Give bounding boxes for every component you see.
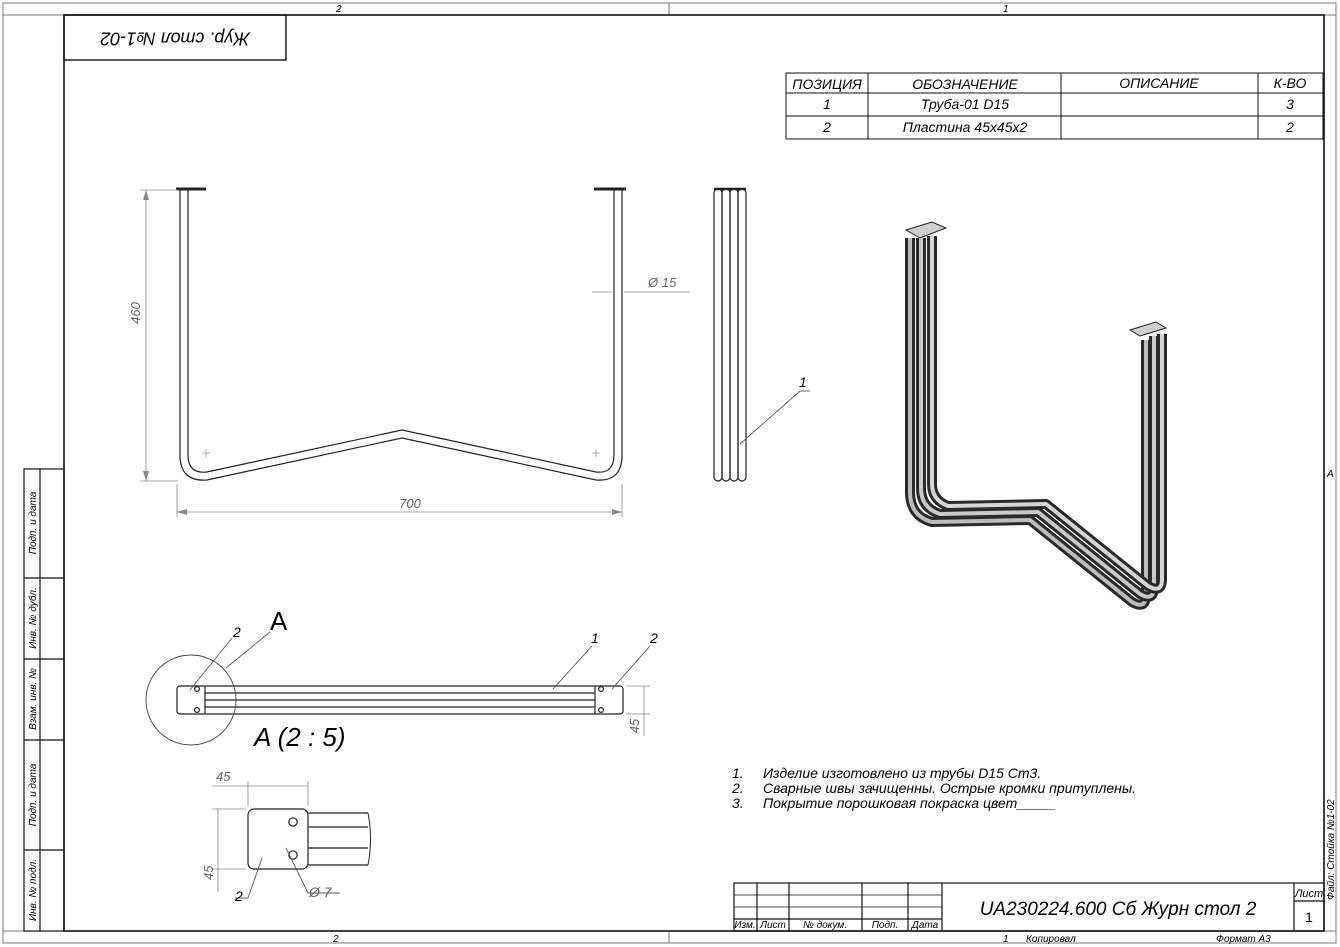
dim-plan-height: 45 [627,718,642,733]
tb-designation: UA230224.600 Сб Журн стол 2 [980,899,1257,920]
dim-plate-width: 45 [216,769,231,784]
spec-table [785,72,1324,140]
dim-height: 460 [128,301,143,323]
spec-cell-r1-name: Труба-01 D15 [921,96,1009,112]
note-3-num: 3. [732,795,744,811]
strip-label-2: Инв. № дубл. [27,587,39,649]
zone-top-right: 1 [1003,4,1009,15]
view-letter: A [270,606,288,636]
callout-side-tube: 1 [799,374,807,390]
tb-copied: Копировал [1026,934,1076,945]
zone-side-right: A [1326,469,1334,480]
tb-col-change: Изм. [734,920,755,931]
tb-sheet-label: Лист [1294,888,1323,900]
note-3-text: Покрытие порошковая покраска цвет_____ [763,795,1056,811]
dim-width: 700 [399,496,421,511]
spec-header-description: ОПИСАНИЕ [1119,75,1199,91]
tb-under-num: 1 [1003,934,1009,945]
tb-col-doc: № докум. [803,920,847,931]
spec-header-designation: ОБОЗНАЧЕНИЕ [912,76,1018,92]
spec-cell-r1-qty: 3 [1286,96,1294,112]
spec-header-position: ПОЗИЦИЯ [792,76,862,92]
tb-col-date: Дата [911,920,939,931]
note-2-num: 2. [731,780,744,796]
callout-plan-plate-left: 2 [232,624,241,640]
tb-col-sheet: Лист [759,920,786,931]
note-2-text: Сварные швы зачищенны. Острые кромки при… [763,780,1136,796]
callout-plan-plate-right: 2 [649,630,658,646]
side-view [713,187,810,482]
tb-col-sign: Подп. [872,920,899,931]
dim-arrow [612,509,622,515]
spec-cell-r1-pos: 1 [823,96,831,112]
spec-header-qty: К-ВО [1274,75,1307,91]
dim-hole-diameter: Ø 7 [308,884,333,900]
tb-sheet-num: 1 [1305,909,1313,925]
isometric-view [904,221,1168,610]
dim-plate-height: 45 [201,865,216,880]
left-strip [23,468,65,932]
corner-stamp-box [63,14,287,61]
detail-view [212,781,371,899]
view-title: A (2 : 5) [252,722,346,752]
title-block [733,882,1325,932]
zone-bottom-left: 2 [332,934,339,945]
callout-detail-plate: 2 [234,888,243,904]
spec-cell-r2-name: Пластина 45x45x2 [903,119,1028,135]
file-label: Файл: Стойка №1-02 [1326,799,1337,900]
strip-label-4: Подп. и дата [28,763,39,826]
callout-plan-tube: 1 [591,630,599,646]
note-1-text: Изделие изготовлено из трубы D15 Ст3. [763,765,1041,781]
note-1-num: 1. [732,765,744,781]
front-view [140,187,690,517]
corner-stamp-text: Жур. стол №1-02 [100,28,250,48]
dim-tube-diameter: Ø 15 [647,275,677,290]
zone-top-left: 2 [335,4,342,15]
tb-format: Формат А3 [1216,934,1271,945]
plan-view [145,631,651,746]
strip-label-1: Подп. и дата [28,491,39,554]
dim-arrow [177,509,187,515]
strip-label-5: Инв. № подл. [28,859,39,921]
spec-cell-r2-pos: 2 [822,119,831,135]
spec-cell-r2-qty: 2 [1285,119,1294,135]
dim-arrow [143,471,149,481]
dim-arrow [143,190,149,200]
strip-label-3: Взам. инв. № [28,668,39,730]
